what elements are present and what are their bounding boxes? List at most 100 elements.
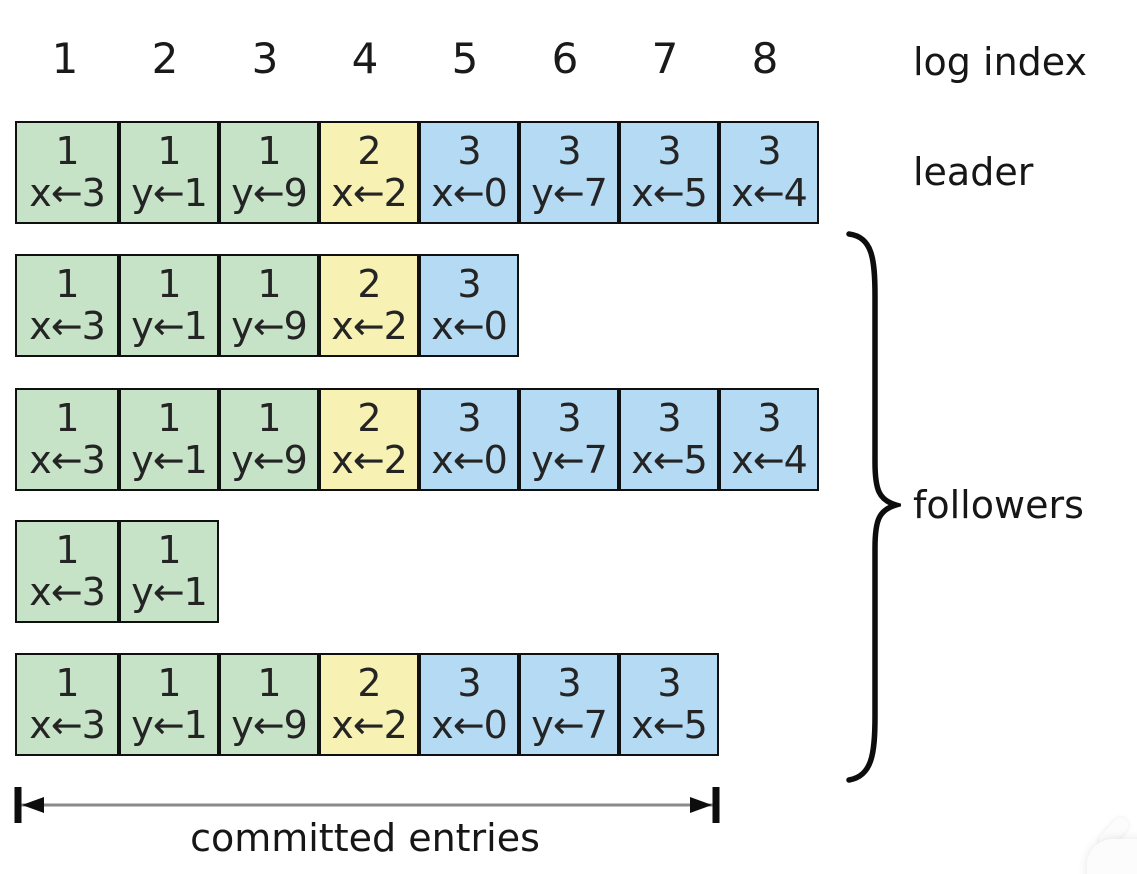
entry-term: 1 <box>257 395 281 440</box>
entry-command: x←2 <box>331 170 408 215</box>
entry-term: 2 <box>357 395 381 440</box>
entry-command: y←9 <box>231 303 308 348</box>
entry-command: x←3 <box>29 303 106 348</box>
entry-term: 2 <box>357 128 381 173</box>
entry-term: 3 <box>457 660 481 705</box>
entry-term: 3 <box>757 395 781 440</box>
entry-term: 3 <box>457 395 481 440</box>
entry-command: y←1 <box>131 170 208 215</box>
committed-range-arrow-icon <box>14 787 720 823</box>
log-index-7: 7 <box>651 34 679 83</box>
entry-term: 1 <box>157 128 181 173</box>
entry-term: 3 <box>657 395 681 440</box>
followers-brace-icon <box>846 231 901 783</box>
entry-command: y←7 <box>531 702 608 747</box>
entry-term: 3 <box>557 660 581 705</box>
committed-entries-label: committed entries <box>190 816 540 860</box>
entry-command: x←3 <box>29 170 106 215</box>
entry-term: 3 <box>657 660 681 705</box>
log-index-4: 4 <box>351 34 379 83</box>
entry-command: x←4 <box>731 437 808 482</box>
entry-command: x←3 <box>29 569 106 614</box>
log-index-6: 6 <box>551 34 579 83</box>
entry-term: 1 <box>55 261 79 306</box>
entry-term: 3 <box>457 261 481 306</box>
log-index-3: 3 <box>251 34 279 83</box>
entry-command: x←2 <box>331 702 408 747</box>
entry-command: x←5 <box>631 437 708 482</box>
entry-command: y←7 <box>531 437 608 482</box>
log-index-8: 8 <box>751 34 779 83</box>
entry-command: y←1 <box>131 702 208 747</box>
entry-term: 3 <box>457 128 481 173</box>
entry-term: 3 <box>657 128 681 173</box>
entry-term: 1 <box>55 660 79 705</box>
entry-term: 2 <box>357 660 381 705</box>
entry-command: x←0 <box>431 702 508 747</box>
entry-command: x←5 <box>631 170 708 215</box>
entry-command: y←9 <box>231 702 308 747</box>
entry-term: 1 <box>257 128 281 173</box>
entry-command: x←0 <box>431 437 508 482</box>
entry-command: x←2 <box>331 303 408 348</box>
entry-term: 3 <box>757 128 781 173</box>
entry-term: 3 <box>557 395 581 440</box>
entry-command: x←5 <box>631 702 708 747</box>
entry-command: x←0 <box>431 170 508 215</box>
entry-term: 1 <box>257 261 281 306</box>
entry-command: y←9 <box>231 170 308 215</box>
entry-command: x←4 <box>731 170 808 215</box>
entry-term: 1 <box>55 527 79 572</box>
log-index-2: 2 <box>151 34 179 83</box>
leader-label: leader <box>913 150 1034 194</box>
entry-term: 1 <box>157 261 181 306</box>
entry-term: 1 <box>157 660 181 705</box>
followers-label: followers <box>913 483 1084 527</box>
entry-term: 2 <box>357 261 381 306</box>
entry-command: y←1 <box>131 437 208 482</box>
entry-command: x←3 <box>29 702 106 747</box>
entry-command: x←2 <box>331 437 408 482</box>
entry-command: y←1 <box>131 303 208 348</box>
entry-term: 1 <box>157 527 181 572</box>
entry-term: 1 <box>55 395 79 440</box>
entry-command: y←7 <box>531 170 608 215</box>
entry-command: x←0 <box>431 303 508 348</box>
log-index-1: 1 <box>51 34 79 83</box>
entry-term: 1 <box>157 395 181 440</box>
entry-command: y←9 <box>231 437 308 482</box>
